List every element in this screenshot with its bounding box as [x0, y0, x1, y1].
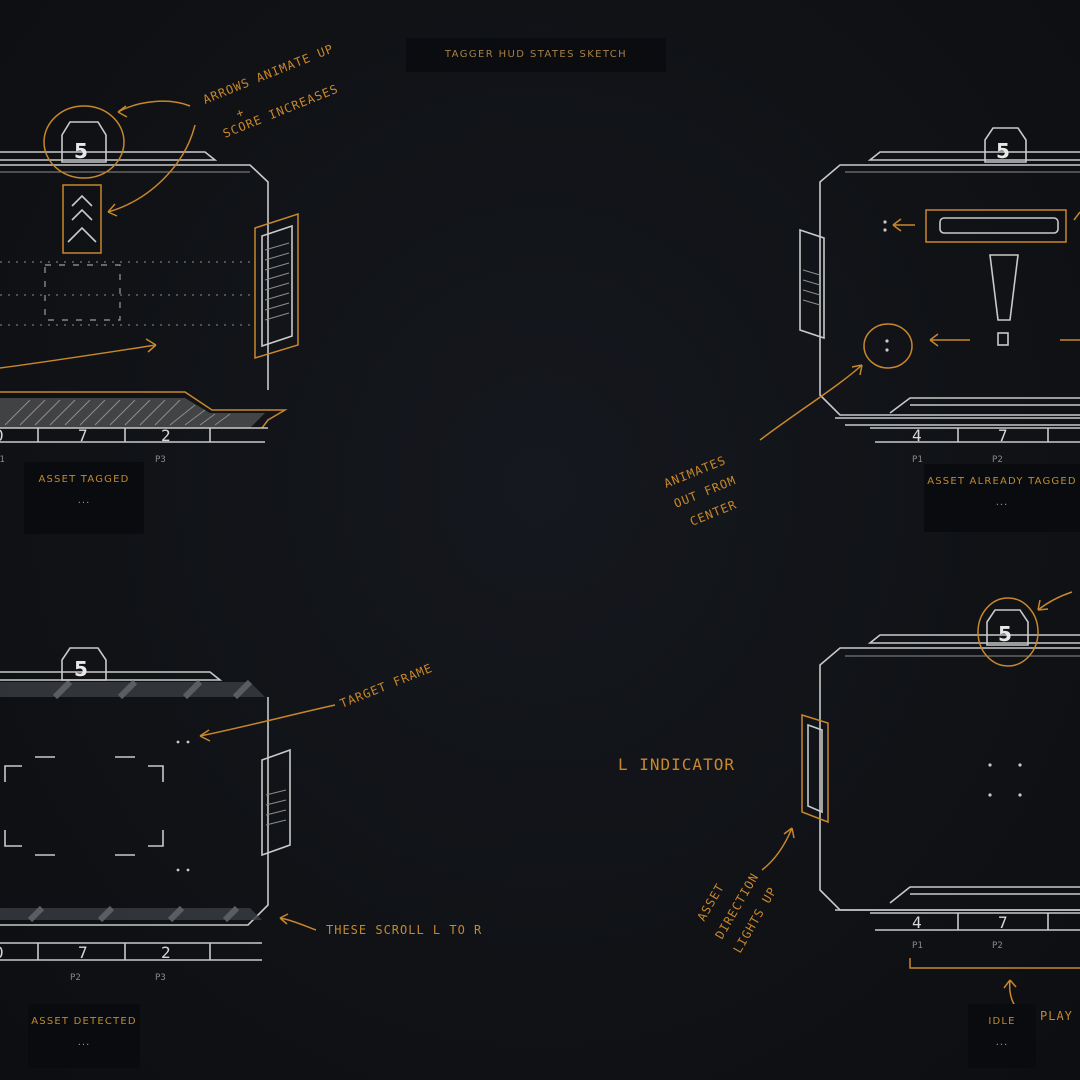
target-frame — [4, 756, 164, 856]
state-label-idle: IDLE ... — [968, 1004, 1036, 1068]
score-p1: 0 — [0, 943, 4, 962]
state-label-detail: ... — [995, 1037, 1009, 1048]
state-label-text: ASSET DETECTED — [31, 1016, 137, 1027]
player-label-p3: P3 — [155, 973, 166, 983]
badge-highlight-circle — [43, 105, 125, 179]
score-badge — [984, 127, 1027, 163]
score-p1: 0 — [0, 426, 4, 445]
panel-asset-detected: 5 0 7 2 P2 P3 TARGET FRAME — [0, 647, 482, 983]
state-label-asset-tagged: ASSET TAGGED ... — [24, 462, 144, 534]
score-p1: 4 — [912, 913, 922, 932]
score-badge-number: 5 — [74, 139, 88, 163]
score-badge — [61, 647, 107, 681]
score-p2: 7 — [998, 913, 1008, 932]
dashed-target-area — [44, 264, 121, 321]
score-badge — [61, 121, 107, 163]
player-label-p1: P1 — [912, 941, 923, 951]
annotation-arrow-icon — [107, 124, 196, 217]
annotation-scroll: THESE SCROLL L TO R — [326, 923, 482, 937]
state-label-asset-detected: ASSET DETECTED ... — [28, 1004, 140, 1068]
annotation-arrow-icon — [199, 704, 336, 742]
annotation-arrow-icon — [759, 364, 863, 441]
page-title: TAGGER HUD STATES SKETCH — [406, 38, 666, 72]
score-badge-number: 5 — [74, 657, 88, 681]
side-indicator-panel — [254, 212, 299, 360]
score-p1: 4 — [912, 426, 922, 445]
annotation-arrow-icon — [117, 100, 191, 118]
annotation-l-indicator: L INDICATOR — [618, 755, 735, 774]
annotation-arrows-animate: ARROWS ANIMATE UP + SCORE INCREASES — [201, 41, 341, 140]
player-label-p1: P1 — [912, 455, 923, 465]
player-bracket — [909, 958, 1080, 969]
state-label-detail: ... — [77, 495, 91, 506]
center-dots-circle — [863, 323, 913, 369]
annotation-arrow-icon — [761, 827, 795, 871]
player-label-p2: P2 — [992, 455, 1003, 465]
panel-asset-tagged: 5 0 7 2 P1 P3 ARROWS ANIMATE UP + SCORE … — [0, 41, 341, 465]
score-badge-number: 5 — [998, 622, 1012, 646]
player-label-p2: P2 — [992, 941, 1003, 951]
state-label-detail: ... — [995, 497, 1009, 508]
score-p3: 2 — [161, 426, 171, 445]
annotation-arrow-icon — [279, 913, 317, 931]
annotation-target-frame: TARGET FRAME — [338, 661, 435, 711]
exclamation-icon — [989, 254, 1019, 321]
player-label-p2: P2 — [70, 973, 81, 983]
score-p2: 7 — [998, 426, 1008, 445]
annotation-arrow-icon — [0, 338, 157, 369]
player-label-p1: P1 — [0, 455, 5, 465]
annotation-asset-direction: ASSET DIRECTION LIGHTS UP — [694, 870, 779, 955]
state-label-asset-already-tagged: ASSET ALREADY TAGGED ... — [924, 464, 1080, 532]
state-label-text: IDLE — [988, 1016, 1016, 1027]
player-label-p3: P3 — [155, 455, 166, 465]
badge-highlight-circle — [977, 597, 1039, 667]
score-p3: 2 — [161, 943, 171, 962]
score-badge-number: 5 — [996, 139, 1010, 163]
arrows-box — [62, 184, 102, 254]
state-label-text: ASSET TAGGED — [38, 474, 130, 485]
score-p2: 7 — [78, 943, 88, 962]
annotation-animates-out: ANIMATES OUT FROM CENTER — [662, 453, 739, 529]
score-badge — [986, 609, 1029, 646]
l-indicator-panel — [801, 713, 829, 824]
panel-idle: 5 4 7 P1 P2 L INDICATOR ASSET DIRECTION … — [618, 591, 1080, 1023]
score-p2: 7 — [78, 426, 88, 445]
annotation-player: PLAY — [1040, 1009, 1073, 1023]
state-label-detail: ... — [77, 1037, 91, 1048]
tag-bar-frame — [925, 209, 1067, 243]
state-label-text: ASSET ALREADY TAGGED — [927, 476, 1077, 487]
